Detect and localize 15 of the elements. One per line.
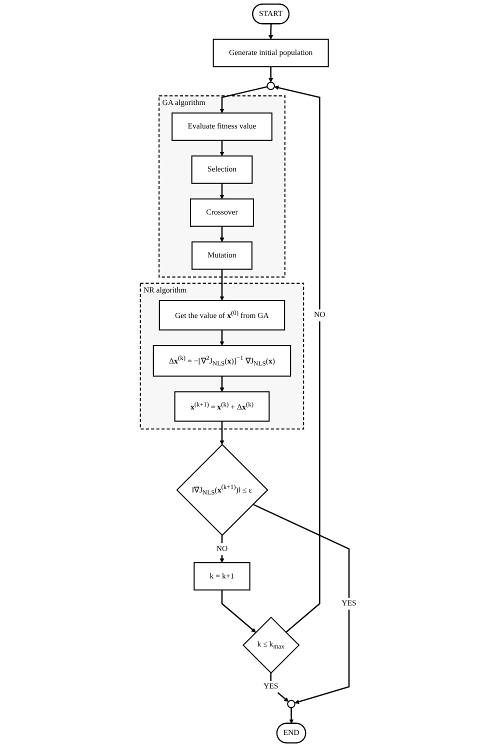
arrow bbox=[220, 183, 224, 200]
node-circle bbox=[287, 700, 296, 708]
node-circle bbox=[266, 82, 276, 90]
arrow bbox=[220, 86, 268, 114]
arrow bbox=[220, 421, 224, 445]
arrow bbox=[220, 330, 224, 346]
arrow bbox=[220, 226, 224, 242]
arrow bbox=[268, 66, 274, 82]
arrow bbox=[220, 140, 224, 156]
arrow bbox=[220, 269, 224, 301]
arrow bbox=[289, 708, 294, 724]
arrow bbox=[221, 590, 256, 633]
arrow bbox=[220, 376, 224, 392]
arrow bbox=[274, 85, 320, 633]
arrow bbox=[268, 24, 274, 40]
